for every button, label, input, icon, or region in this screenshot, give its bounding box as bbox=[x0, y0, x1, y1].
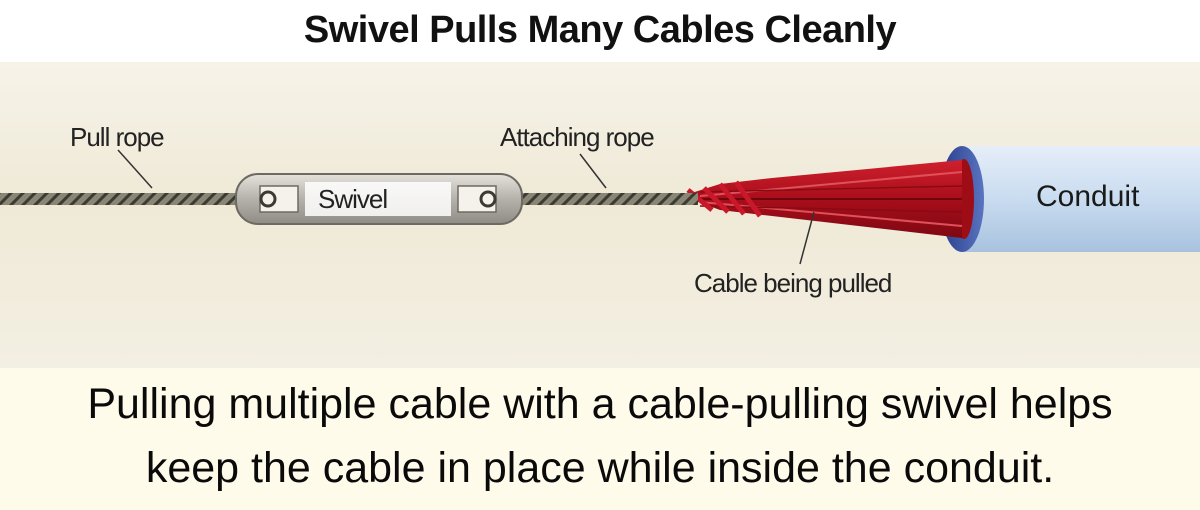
label-cable: Cable being pulled bbox=[694, 268, 892, 298]
caption-panel bbox=[0, 368, 1200, 510]
pull-rope bbox=[0, 193, 262, 205]
leader-cable bbox=[799, 211, 815, 265]
cable-bundle bbox=[682, 160, 963, 238]
label-pull-rope: Pull rope bbox=[70, 122, 165, 152]
caption-line-2: keep the cable in place while inside the… bbox=[145, 444, 1055, 492]
caption-line-1: Pulling multiple cable with a cable-pull… bbox=[87, 380, 1113, 428]
leader-attaching-rope bbox=[579, 153, 607, 189]
swivel bbox=[235, 173, 523, 225]
label-swivel: Swivel bbox=[318, 184, 388, 214]
leader-pull-rope bbox=[117, 149, 153, 189]
label-attaching-rope: Attaching rope bbox=[500, 122, 655, 152]
label-conduit: Conduit bbox=[1036, 180, 1140, 213]
attaching-rope bbox=[498, 193, 698, 205]
diagram-title: Swivel Pulls Many Cables Cleanly bbox=[303, 9, 897, 51]
